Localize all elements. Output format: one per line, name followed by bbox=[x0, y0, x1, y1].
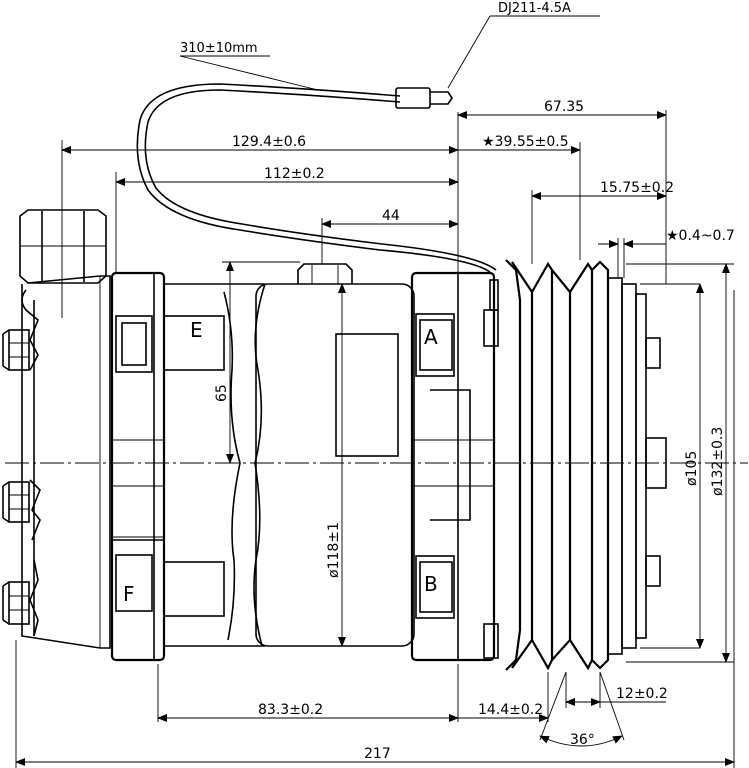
cable-connector bbox=[395, 87, 431, 109]
dim-groove-offset-15: 15.75±0.2 bbox=[600, 180, 674, 196]
dim-groove-angle: 36° bbox=[570, 732, 595, 748]
front-head bbox=[410, 271, 499, 662]
port-label-a: A bbox=[424, 325, 438, 349]
dim-groove-offset-39: ★39.55±0.5 bbox=[482, 134, 569, 150]
rear-mount-flange bbox=[110, 271, 166, 662]
cylinder-body bbox=[164, 263, 415, 647]
port-label-e: E bbox=[190, 318, 203, 342]
port-label-b: B bbox=[424, 572, 438, 596]
top-fitting bbox=[297, 263, 353, 284]
dim-mount-to-clutch: 112±0.2 bbox=[264, 166, 325, 182]
port-label-f: F bbox=[123, 582, 135, 606]
dim-mount-height: 65 bbox=[214, 384, 230, 402]
cable-length-label: 310±10mm bbox=[180, 41, 258, 56]
dim-body-diameter: ø118±1 bbox=[326, 522, 342, 578]
dim-overall-length: 217 bbox=[364, 746, 391, 762]
rear-bolt-bottom bbox=[2, 581, 30, 625]
dim-top-port-offset: 44 bbox=[382, 208, 400, 224]
dim-pulley-outer-diameter: ø132±0.3 bbox=[710, 427, 726, 496]
rear-head bbox=[2, 209, 111, 649]
connector-label: DJ211-4.5A bbox=[498, 1, 571, 16]
rear-bolt-top bbox=[2, 329, 30, 371]
dim-air-gap: ★0.4~0.7 bbox=[666, 228, 735, 244]
dim-belt-width: 12±0.2 bbox=[616, 686, 668, 702]
dim-pulley-diameter: ø105 bbox=[684, 451, 700, 486]
dim-groove-offset-14: 14.4±0.2 bbox=[478, 702, 543, 718]
rear-bolt-middle bbox=[2, 481, 30, 523]
clutch-cable bbox=[136, 83, 497, 273]
clutch-pulley bbox=[505, 259, 667, 671]
nameplate bbox=[335, 333, 399, 457]
dim-mount-span: 83.3±0.2 bbox=[258, 702, 323, 718]
dim-front-to-clutch: 129.4±0.6 bbox=[232, 134, 306, 150]
dim-clutch-depth: 67.35 bbox=[544, 99, 584, 115]
